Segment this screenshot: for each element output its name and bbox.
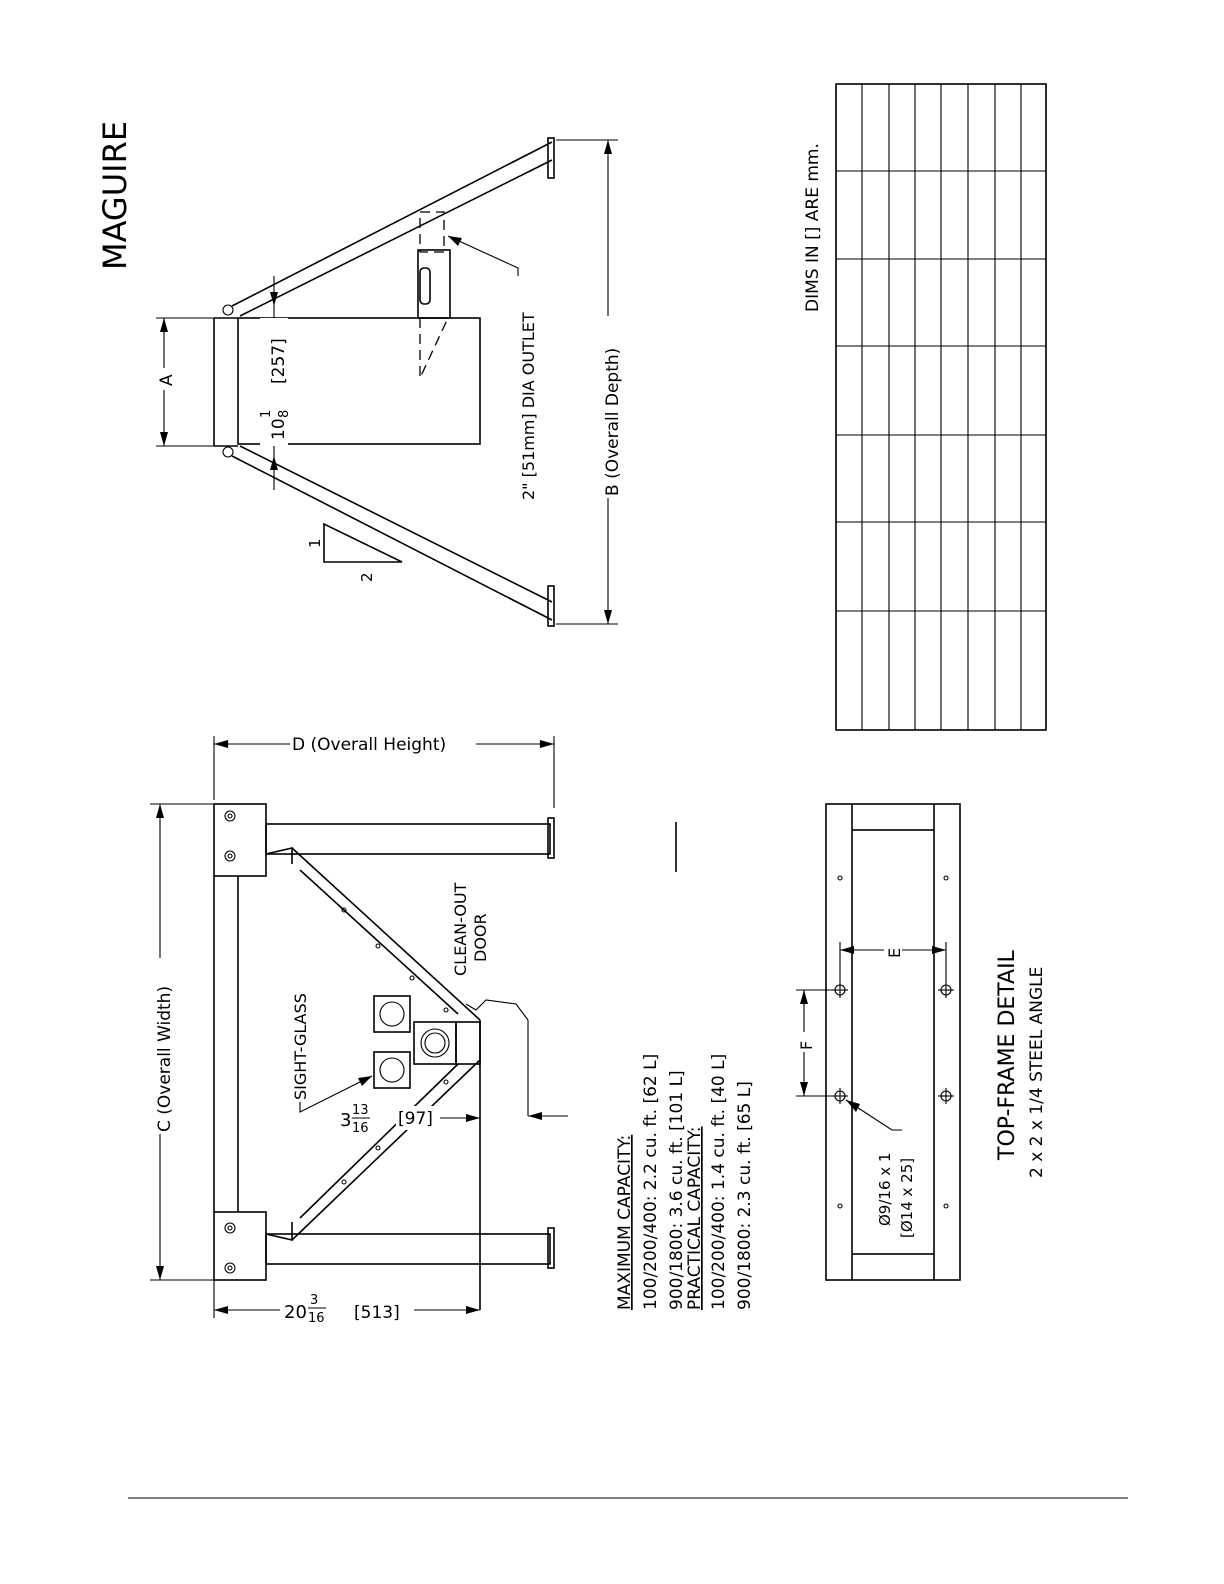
dim-clearance-mm: [257] bbox=[269, 338, 289, 384]
dim-sight-whole: 3 bbox=[340, 1110, 351, 1131]
dim-clearance-whole: 10 bbox=[269, 418, 289, 440]
table-note: DIMS IN [] ARE mm. bbox=[803, 143, 823, 312]
frame-inner bbox=[851, 829, 935, 1255]
lower-arm-inner bbox=[239, 445, 553, 603]
outlet-flange bbox=[413, 1021, 481, 1065]
dim-bottom-whole: 20 bbox=[284, 1302, 307, 1323]
top-frame-subtitle: 2 x 2 x 1/4 STEEL ANGLE bbox=[1027, 967, 1047, 1178]
top-view: A [257] 10 1 8 1 2 2" [51mm] DIA OUTLET … bbox=[156, 137, 624, 627]
dim-bottom-mm: [513] bbox=[354, 1303, 400, 1323]
leg-mount-bottom bbox=[213, 1211, 267, 1281]
leg-bottom bbox=[265, 1233, 551, 1265]
cleanout-leader bbox=[465, 999, 529, 1021]
dim-sight-den: 16 bbox=[352, 1121, 369, 1136]
leg-foot bbox=[547, 1227, 555, 1269]
dim-clearance-den: 8 bbox=[277, 410, 292, 418]
bolt bbox=[222, 446, 234, 458]
leg-mount-top bbox=[213, 803, 267, 877]
dim-bottom-num: 3 bbox=[310, 1293, 318, 1308]
max-capacity-2: 900/1800: 3.6 cu. ft. [101 L] bbox=[667, 1070, 687, 1310]
dim-bottom-den: 16 bbox=[308, 1311, 325, 1326]
cleanout-label-2: DOOR bbox=[471, 913, 490, 962]
slope-triangle bbox=[323, 522, 403, 563]
upper-arm-inner bbox=[239, 159, 553, 317]
upper-arm-outer bbox=[231, 141, 553, 307]
hopper-body bbox=[237, 317, 481, 445]
mounting-hole bbox=[832, 982, 954, 1104]
hole-size: Ø9/16 x 1 bbox=[876, 1153, 894, 1226]
bolt bbox=[222, 304, 234, 316]
dim-sight-num: 13 bbox=[352, 1103, 369, 1118]
foot-plate-top bbox=[547, 137, 555, 179]
sight-glass-upper bbox=[373, 995, 411, 1033]
frame-outline bbox=[825, 803, 961, 1281]
max-capacity-title: MAXIMUM CAPACITY: bbox=[615, 1135, 635, 1310]
top-frame-title: TOP-FRAME DETAIL bbox=[995, 949, 1020, 1161]
dim-d-label: D (Overall Height) bbox=[292, 735, 446, 755]
slope-rise: 1 bbox=[306, 538, 324, 548]
hole-size-mm: [Ø14 x 25] bbox=[898, 1158, 916, 1238]
brace-upper bbox=[291, 847, 481, 1021]
foot-plate-bottom bbox=[547, 585, 555, 627]
dim-c-label: C (Overall Width) bbox=[155, 986, 175, 1132]
leg-top bbox=[265, 823, 551, 855]
outlet-label: 2" [51mm] DIA OUTLET bbox=[519, 312, 538, 500]
dim-e-label: E bbox=[885, 948, 904, 958]
sight-glass-label: SIGHT-GLASS bbox=[291, 993, 310, 1100]
brace-lower bbox=[291, 1059, 481, 1241]
top-frame-detail: E F Ø9/16 x 1 [Ø14 x 25] TOP-FRAME DETAI… bbox=[796, 803, 1047, 1281]
practical-capacity-title: PRACTICAL CAPACITY: bbox=[685, 1127, 705, 1310]
capacity-notes: MAXIMUM CAPACITY: 100/200/400: 2.2 cu. f… bbox=[615, 1054, 755, 1310]
dim-a-label: A bbox=[157, 374, 177, 386]
practical-capacity-2: 900/1800: 2.3 cu. ft. [65 L] bbox=[735, 1081, 755, 1310]
hole-leader bbox=[845, 1099, 902, 1131]
outlet-hidden-cone bbox=[419, 317, 449, 379]
dim-b-label: B (Overall Depth) bbox=[603, 348, 623, 496]
table-border bbox=[835, 83, 1047, 731]
front-view: D (Overall Height) C (Overall Width) bbox=[150, 732, 568, 1326]
dim-sight-mm: [97] bbox=[398, 1109, 433, 1129]
outlet-hidden bbox=[419, 211, 445, 253]
brace-upper-inner bbox=[299, 869, 459, 1015]
practical-capacity-1: 100/200/400: 1.4 cu. ft. [40 L] bbox=[709, 1054, 729, 1310]
dim-clearance-num: 1 bbox=[259, 410, 274, 418]
lower-arm-outer bbox=[231, 455, 553, 621]
cleanout-label-1: CLEAN-OUT bbox=[451, 882, 470, 976]
sight-glass-leader bbox=[299, 1075, 373, 1113]
dim-f-label: F bbox=[797, 1041, 816, 1050]
max-capacity-1: 100/200/400: 2.2 cu. ft. [62 L] bbox=[641, 1054, 661, 1310]
sight-glass-lower bbox=[373, 1051, 411, 1089]
outlet-leader bbox=[447, 235, 519, 276]
leg-foot bbox=[547, 817, 555, 859]
dimension-table bbox=[835, 83, 1047, 731]
outlet-window bbox=[419, 267, 431, 305]
outlet-pipe bbox=[417, 249, 451, 319]
brand-title: MAGUIRE bbox=[96, 121, 134, 270]
brace-lower-inner bbox=[299, 1063, 459, 1219]
slope-run: 2 bbox=[358, 572, 376, 582]
